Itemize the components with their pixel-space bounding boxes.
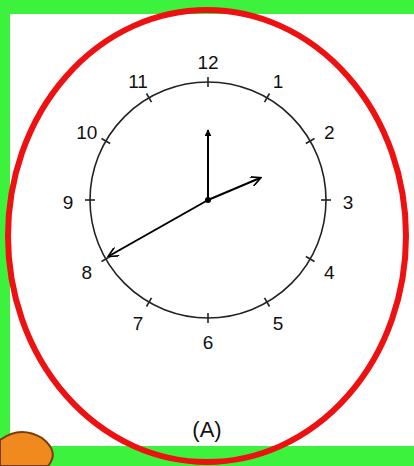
- hour-tick: [101, 139, 110, 144]
- clock-numeral: 3: [343, 193, 354, 212]
- clock-numeral: 10: [76, 123, 97, 142]
- figure-label: (A): [192, 419, 221, 441]
- clock-numeral: 7: [133, 314, 144, 333]
- clock-numeral: 1: [273, 71, 284, 90]
- hour-tick: [147, 93, 152, 102]
- clock-numeral: 11: [128, 71, 148, 90]
- hour-tick: [101, 257, 110, 262]
- clock-numeral: 2: [324, 123, 335, 142]
- clock-numeral: 12: [197, 53, 218, 72]
- hour-tick: [265, 93, 270, 102]
- hour-tick: [306, 257, 315, 262]
- minute-hand: [109, 200, 208, 256]
- hour-hand: [208, 178, 260, 200]
- hour-tick: [147, 298, 152, 307]
- red-ring: [8, 10, 406, 462]
- hand-up: [207, 130, 209, 200]
- hour-tick: [85, 199, 95, 201]
- clock-face: [90, 82, 326, 318]
- clock-numeral: 4: [324, 263, 335, 282]
- hour-tick: [321, 199, 331, 201]
- clock-numeral: 8: [81, 263, 92, 282]
- clock-numeral: 5: [273, 314, 284, 333]
- hour-tick: [265, 298, 270, 307]
- clock-ticks: [85, 77, 331, 323]
- center-pin: [205, 197, 211, 203]
- hour-tick: [207, 77, 209, 87]
- hour-tick: [306, 139, 315, 144]
- cartoon-fragment: [0, 432, 53, 466]
- clock-numeral: 6: [203, 333, 214, 352]
- clock-numeral: 9: [63, 193, 74, 212]
- hour-tick: [207, 313, 209, 323]
